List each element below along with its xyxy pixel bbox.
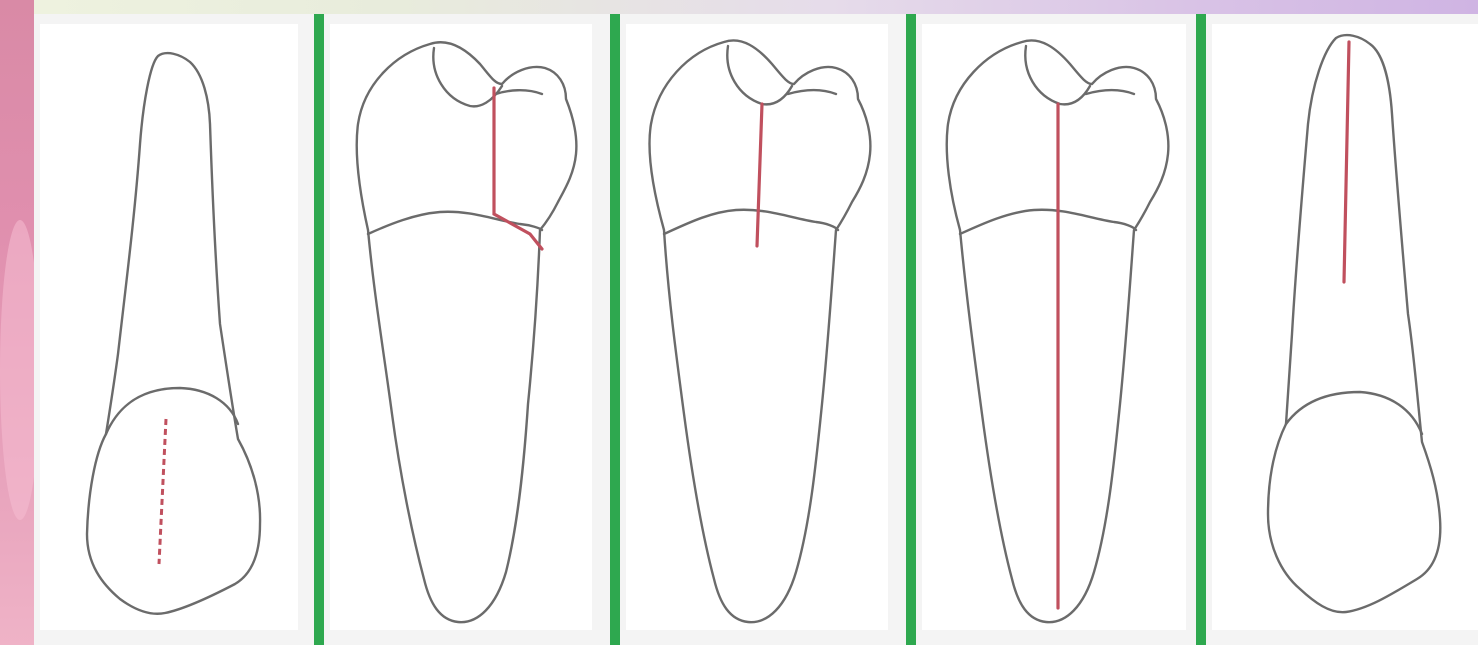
panel-4 xyxy=(922,24,1186,630)
tooth-occlusal-view-5 xyxy=(1212,24,1478,630)
panel-2 xyxy=(330,24,592,630)
divider-2 xyxy=(610,14,620,645)
top-gradient-background xyxy=(34,0,1478,14)
fracture-line-5 xyxy=(1344,42,1349,282)
panel-3 xyxy=(626,24,888,630)
tooth-outline-5 xyxy=(1268,35,1440,612)
tooth-proximal-view-2 xyxy=(330,24,592,630)
divider-3 xyxy=(906,14,916,645)
tooth-outline-1 xyxy=(87,53,260,614)
panel-1 xyxy=(40,24,298,630)
tooth-proximal-view-4 xyxy=(922,24,1186,630)
cej-line-2 xyxy=(368,212,542,234)
crown-outline-5 xyxy=(1286,392,1422,434)
crown-outline-1 xyxy=(106,388,238,434)
occlusal-groove-2 xyxy=(433,48,542,106)
cej-line-4 xyxy=(960,210,1136,234)
fracture-line-1 xyxy=(159,419,166,564)
tooth-proximal-view-3 xyxy=(626,24,888,630)
panel-5 xyxy=(1212,24,1478,630)
divider-4 xyxy=(1196,14,1206,645)
left-gradient-background xyxy=(0,0,34,645)
tooth-occlusal-view-1 xyxy=(40,24,298,630)
divider-1 xyxy=(314,14,324,645)
tooth-outline-2 xyxy=(357,42,577,622)
cej-line-3 xyxy=(664,210,838,234)
fracture-line-3 xyxy=(757,104,762,246)
